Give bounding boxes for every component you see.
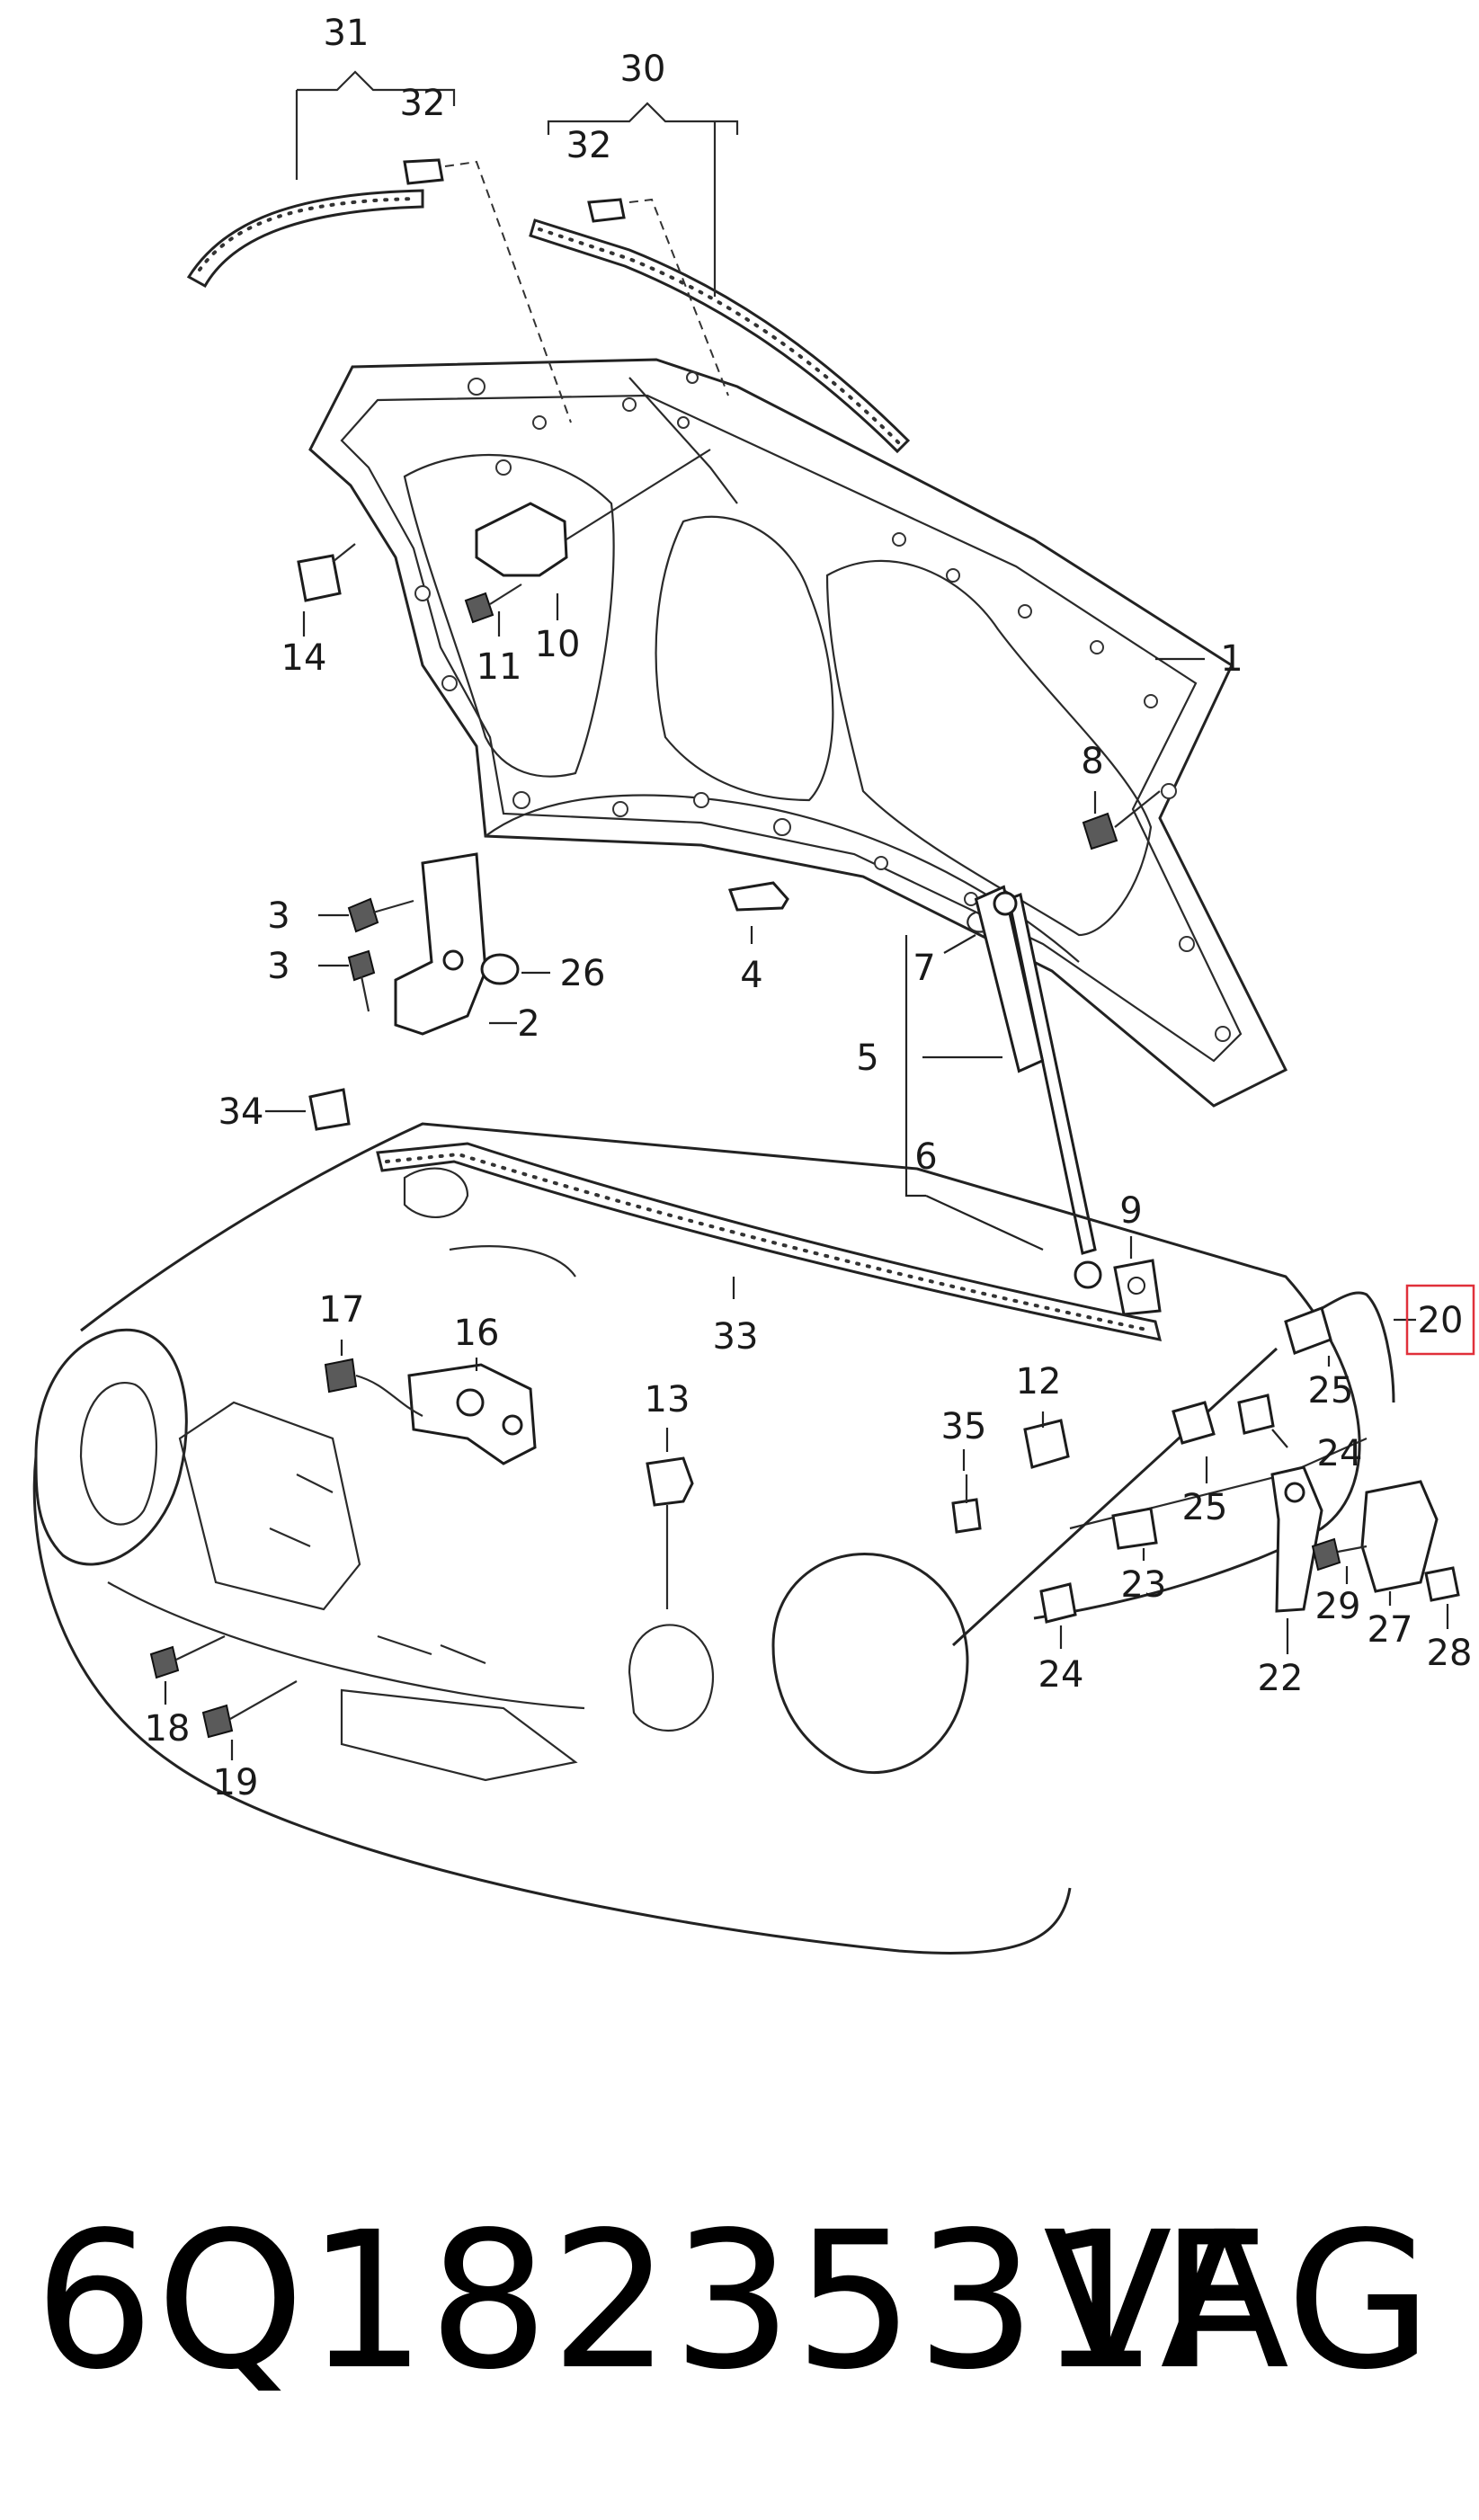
callout-25: 25 (1182, 1487, 1228, 1528)
callout-30: 30 (620, 49, 666, 90)
buffer-4 (727, 881, 789, 912)
seal-strip-31 (186, 189, 424, 289)
clip-28 (1424, 1566, 1460, 1602)
bolt-3 (347, 897, 414, 1012)
pin-35 (951, 1474, 982, 1534)
callout-3: 3 (267, 946, 290, 987)
callout-29: 29 (1315, 1586, 1361, 1627)
highlight-box-20 (1405, 1284, 1475, 1356)
grommet-26 (480, 953, 520, 985)
callout-2: 2 (517, 1003, 539, 1045)
callout-14: 14 (281, 637, 327, 679)
callout-10: 10 (535, 624, 581, 665)
leader-lines (295, 70, 739, 423)
part-number: 6Q1823531F (34, 2191, 1270, 2411)
callout-6: 6 (914, 1136, 937, 1178)
callout-13: 13 (645, 1379, 690, 1420)
exploded-parts-diagram: 31 30 32 32 14 11 10 1 8 3 3 26 4 7 2 5 … (32, 13, 1475, 1955)
callout-34: 34 (218, 1091, 264, 1133)
callout-22: 22 (1258, 1658, 1304, 1699)
callout-16: 16 (454, 1313, 500, 1354)
callout-26: 26 (560, 953, 606, 994)
callout-1: 1 (1220, 638, 1243, 680)
bolt-11 (464, 583, 522, 624)
callout-35: 35 (941, 1406, 987, 1447)
callout-leaders (164, 593, 1449, 1760)
release-cable-20 (951, 1291, 1395, 1647)
callout-8: 8 (1081, 741, 1103, 782)
lever-22 (1270, 1465, 1323, 1613)
car-front-body (32, 1122, 1368, 1955)
bolt-18 (149, 1635, 226, 1679)
callout-12: 12 (1016, 1361, 1062, 1402)
callout-28: 28 (1427, 1633, 1473, 1674)
bonnet-lock-16 (407, 1363, 537, 1465)
clip-23 (1111, 1507, 1158, 1550)
rubber-34 (308, 1088, 351, 1131)
bolt-19 (201, 1680, 298, 1739)
brand-label: VAG (1043, 2191, 1432, 2411)
lock-bracket-10 (475, 449, 711, 577)
callout-20: 20 (1418, 1300, 1464, 1341)
callout-23: 23 (1121, 1564, 1167, 1606)
callout-7: 7 (913, 948, 935, 989)
footer: 6Q1823531F VAG (0, 2158, 1479, 2427)
buffer-14 (297, 543, 356, 602)
callout-24: 24 (1038, 1654, 1084, 1696)
callout-31: 31 (324, 13, 370, 54)
strut-ball-8 (1082, 790, 1161, 850)
clip-32 (403, 158, 626, 223)
gas-strut-5 (974, 885, 1102, 1289)
bonnet-panel (308, 358, 1288, 1108)
callout-32: 32 (566, 125, 612, 166)
callout-32: 32 (400, 83, 446, 124)
clip-24 (1039, 1394, 1275, 1624)
callout-labels: 31 30 32 32 14 11 10 1 8 3 3 26 4 7 2 5 … (145, 13, 1473, 1803)
strut-bracket-9 (1113, 1259, 1162, 1316)
callout-17: 17 (319, 1289, 365, 1331)
hinge-2 (394, 852, 487, 1036)
bonnet-seal-33 (376, 1142, 1163, 1341)
strut-clip-7 (967, 911, 985, 933)
callout-25: 25 (1308, 1370, 1354, 1411)
callout-33: 33 (713, 1316, 759, 1358)
callout-3: 3 (267, 895, 290, 937)
connector-17 (324, 1358, 423, 1417)
callout-11: 11 (477, 646, 522, 688)
bolt-29 (1311, 1537, 1368, 1572)
buffer-13 (646, 1456, 694, 1609)
callout-5: 5 (856, 1037, 878, 1079)
callout-9: 9 (1119, 1190, 1142, 1232)
seal-strip-30 (529, 218, 911, 454)
callout-19: 19 (213, 1762, 259, 1803)
callout-27: 27 (1368, 1609, 1413, 1651)
callout-18: 18 (145, 1708, 191, 1750)
callout-24: 24 (1317, 1433, 1363, 1474)
callout-4: 4 (740, 955, 762, 996)
clip-12 (1023, 1419, 1070, 1469)
